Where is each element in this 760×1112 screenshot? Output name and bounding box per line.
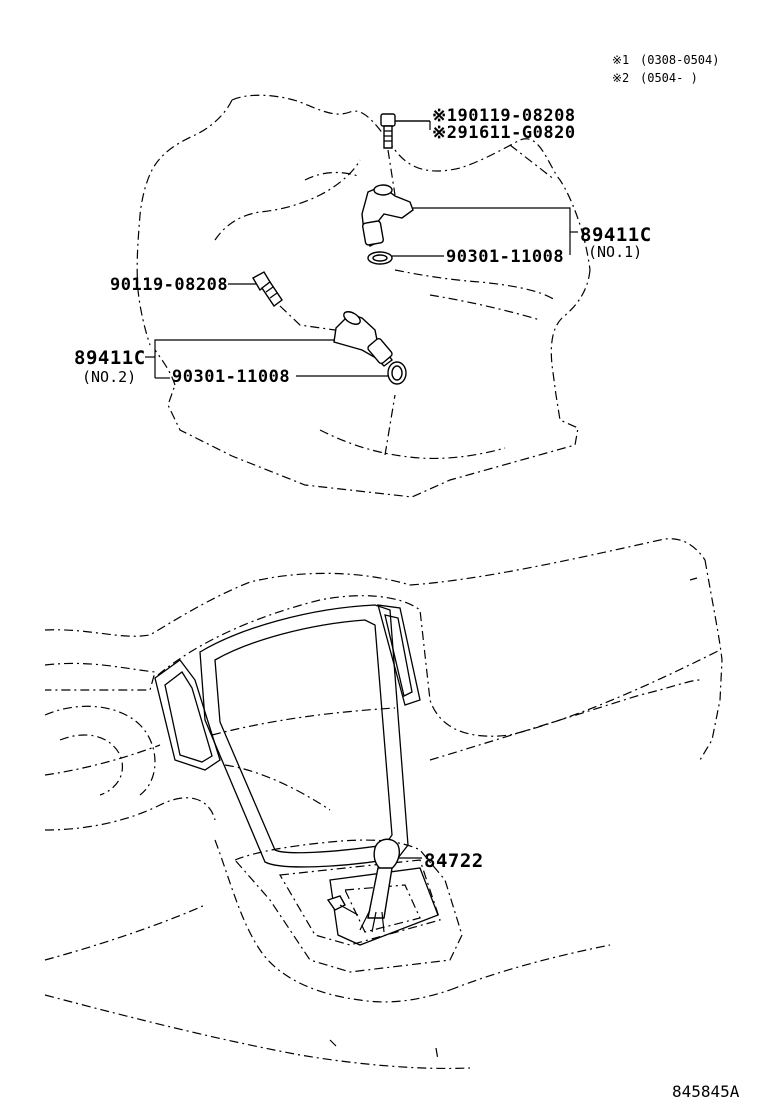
figure-id: 845845A [672,1082,740,1101]
note-1-mark: ※1 [612,53,629,67]
label-bolt-lower: 90119-08208 [110,275,228,295]
label-sensor-no1-code: 89411C [580,224,652,246]
label-sensor-no1-sub: (NO.1) [588,243,642,261]
leader-lines-lower [145,283,388,379]
label-o-ring-lower: 90301-11008 [172,367,290,387]
gauge-cluster-outline [44,705,156,796]
bolt-lower [252,271,336,331]
note-1-range: (0308-0504) [640,53,719,67]
note-legend: ※1 (0308-0504) ※2 (0504- ) [612,53,719,85]
speed-sensor-no1 [361,184,414,247]
label-o-ring-upper: 90301-11008 [446,247,564,267]
label-sensor-no2-code: 89411C [74,347,146,369]
note-2-range: (0504- ) [640,71,698,85]
note-2-mark: ※2 [612,71,629,85]
shift-lever [326,838,422,933]
o-ring-lower [387,361,407,385]
center-display-outline [154,604,421,868]
leader-lines-upper [392,120,578,257]
transmission-housing-outline [136,94,591,498]
label-bolt-upper-1: ※190119-08208 [432,106,576,126]
bolt-upper [380,113,396,196]
o-ring-upper [367,251,393,265]
speed-sensor-no2 [333,311,393,367]
label-bolt-upper-2: ※291611-G0820 [432,123,576,143]
dashboard-outline [44,538,723,1070]
label-sensor-no2-sub: (NO.2) [82,368,136,386]
label-shift-part: 84722 [424,850,484,872]
